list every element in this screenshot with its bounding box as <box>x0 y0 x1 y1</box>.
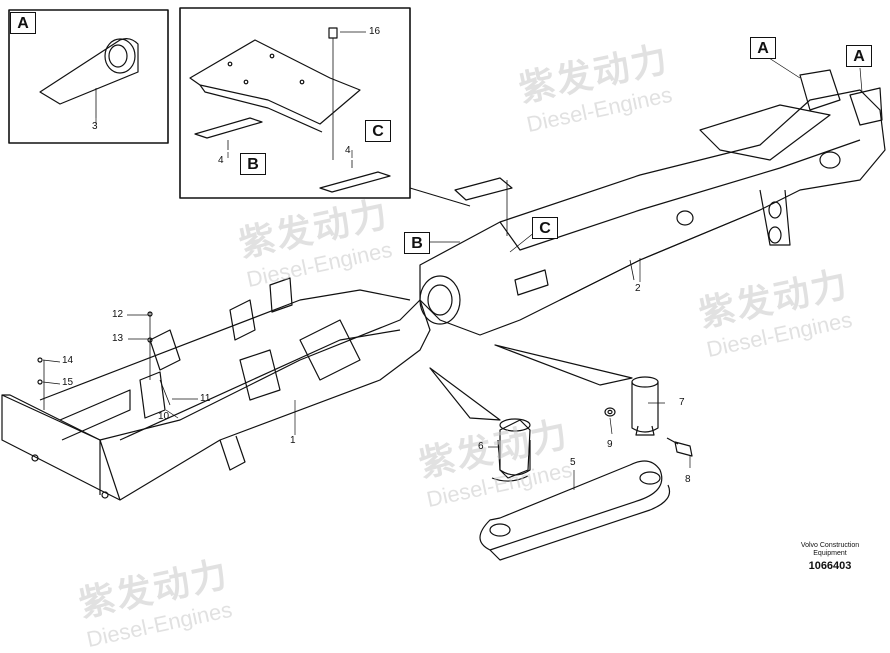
brand-line-2: Equipment <box>813 550 847 557</box>
detail-box-a <box>8 9 169 144</box>
part-3-bushing-bracket <box>39 38 139 118</box>
zoom-line-detail <box>409 187 471 207</box>
part-12-13-fasteners <box>147 311 153 343</box>
letter-b-frame: B <box>404 232 430 254</box>
part-7-pin <box>631 376 659 436</box>
callout-8: 8 <box>685 474 691 485</box>
callout-14: 14 <box>62 355 74 366</box>
callout-16: 16 <box>369 26 381 37</box>
callout-1: 1 <box>290 435 296 446</box>
letter-a-frame-right: A <box>846 45 872 67</box>
letter-c-frame: C <box>532 217 558 239</box>
callout-12: 12 <box>112 309 124 320</box>
callout-13: 13 <box>112 333 124 344</box>
part-4-wear-strip-lower <box>319 160 391 193</box>
callout-11: 11 <box>200 393 211 404</box>
part-16-bolt <box>328 27 366 160</box>
brand-line-1: Volvo Construction <box>800 542 860 549</box>
letter-c-detail: C <box>365 120 391 142</box>
part-6-bushing <box>491 418 531 482</box>
part-top-plate <box>189 39 361 133</box>
callout-6: 6 <box>478 441 484 452</box>
callout-15: 15 <box>62 377 74 388</box>
part-8-bolt <box>666 437 693 457</box>
part-5-link <box>479 460 671 561</box>
brand-caption: Volvo Construction Equipment <box>790 542 870 558</box>
detail-box-plates <box>179 7 411 199</box>
part-9-nut <box>604 407 616 417</box>
callout-5: 5 <box>570 457 576 468</box>
part-4-wear-strip-upper <box>194 117 263 150</box>
callout-4-lower: 4 <box>345 145 351 156</box>
drawing-number: 1066403 <box>808 560 852 572</box>
letter-a-frame-left: A <box>750 37 776 59</box>
zoom-wedge-right <box>494 344 633 386</box>
callout-7: 7 <box>679 397 685 408</box>
part-1-front-frame <box>1 277 431 501</box>
exploded-parts-diagram <box>1 7 886 561</box>
leader-lines <box>42 57 863 490</box>
callout-2: 2 <box>635 283 641 294</box>
callout-10: 10 <box>158 411 170 422</box>
callout-4-upper: 4 <box>218 155 224 166</box>
callout-9: 9 <box>607 439 613 450</box>
zoom-wedge-left <box>429 367 501 421</box>
part-14-15-fasteners <box>37 357 43 385</box>
callout-3: 3 <box>92 121 98 132</box>
letter-a-detail: A <box>10 12 36 34</box>
letter-b-detail: B <box>240 153 266 175</box>
part-2-rear-frame <box>419 69 886 336</box>
